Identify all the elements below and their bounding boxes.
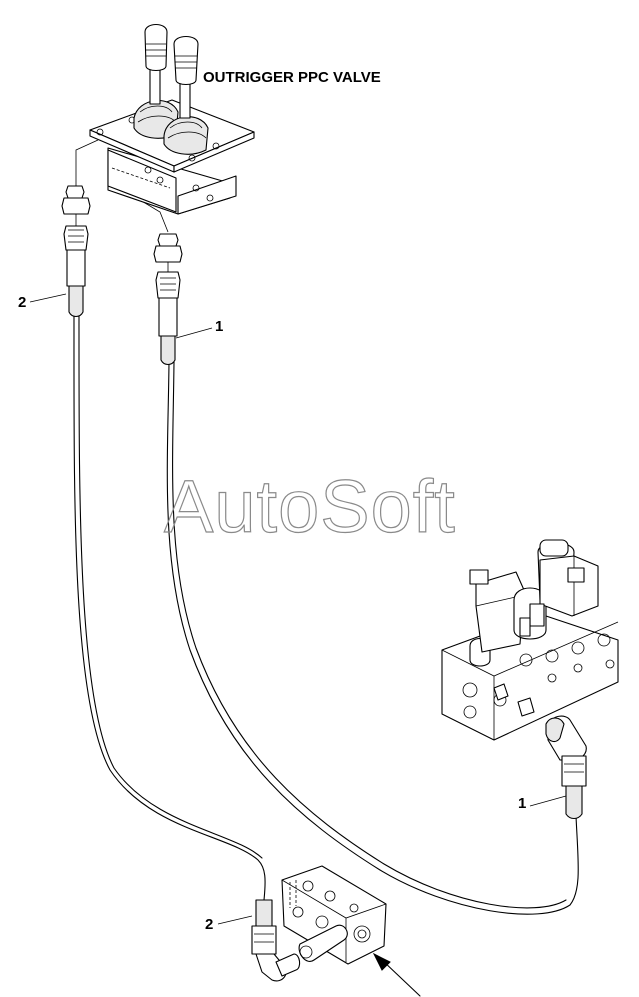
lower-right-elbow	[545, 715, 587, 820]
ppc-valve-label: OUTRIGGER PPC VALVE	[203, 69, 381, 86]
callout-hose-2-lower: 2	[205, 916, 213, 933]
callout-hose-1-lower: 1	[518, 795, 526, 812]
upper-left-fitting	[61, 185, 91, 318]
lower-left-elbow	[251, 899, 301, 982]
hose-2-line	[73, 313, 266, 901]
callout-leaders	[29, 293, 567, 925]
callout-hose-2-upper: 2	[18, 294, 26, 311]
outrigger-ppc-valve	[89, 23, 255, 215]
distribution-block	[281, 865, 387, 965]
watermark-text: AutoSoft	[164, 465, 456, 548]
hose-1-line	[166, 361, 579, 915]
hose-lines	[73, 139, 579, 915]
direction-arrow	[372, 952, 421, 997]
callout-hose-1-upper: 1	[215, 318, 223, 335]
upper-right-fitting	[153, 233, 183, 366]
control-valve-assembly	[441, 539, 619, 741]
